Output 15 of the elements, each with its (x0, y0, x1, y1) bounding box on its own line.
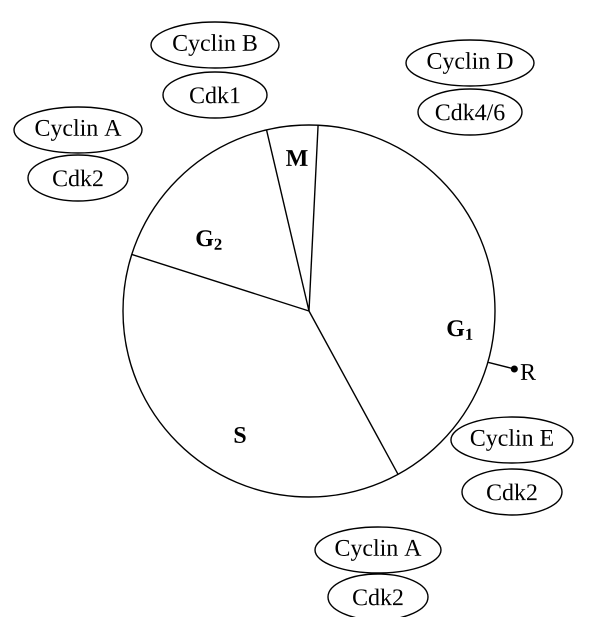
phase-label: S (234, 426, 246, 444)
ellipse-node: Cdk1 (162, 71, 268, 119)
ellipse-node: Cdk2 (27, 154, 129, 202)
phase-label: G$_{2}$ (196, 230, 222, 250)
phase-label: M (286, 150, 308, 166)
ellipse-node: Cyclin D (405, 39, 535, 87)
ellipse-node: Cdk4/6 (417, 88, 523, 136)
restriction-point-marker (488, 362, 518, 372)
point-label: R (520, 364, 536, 380)
ellipse-node: Cyclin A (13, 106, 143, 154)
ellipse-node: Cyclin E (450, 416, 574, 464)
phase-label: G$_{1}$ (447, 320, 472, 340)
ellipse-node: Cdk2 (461, 468, 563, 516)
ellipse-node: Cyclin A (314, 526, 442, 574)
ellipse-node: Cyclin B (150, 21, 280, 69)
